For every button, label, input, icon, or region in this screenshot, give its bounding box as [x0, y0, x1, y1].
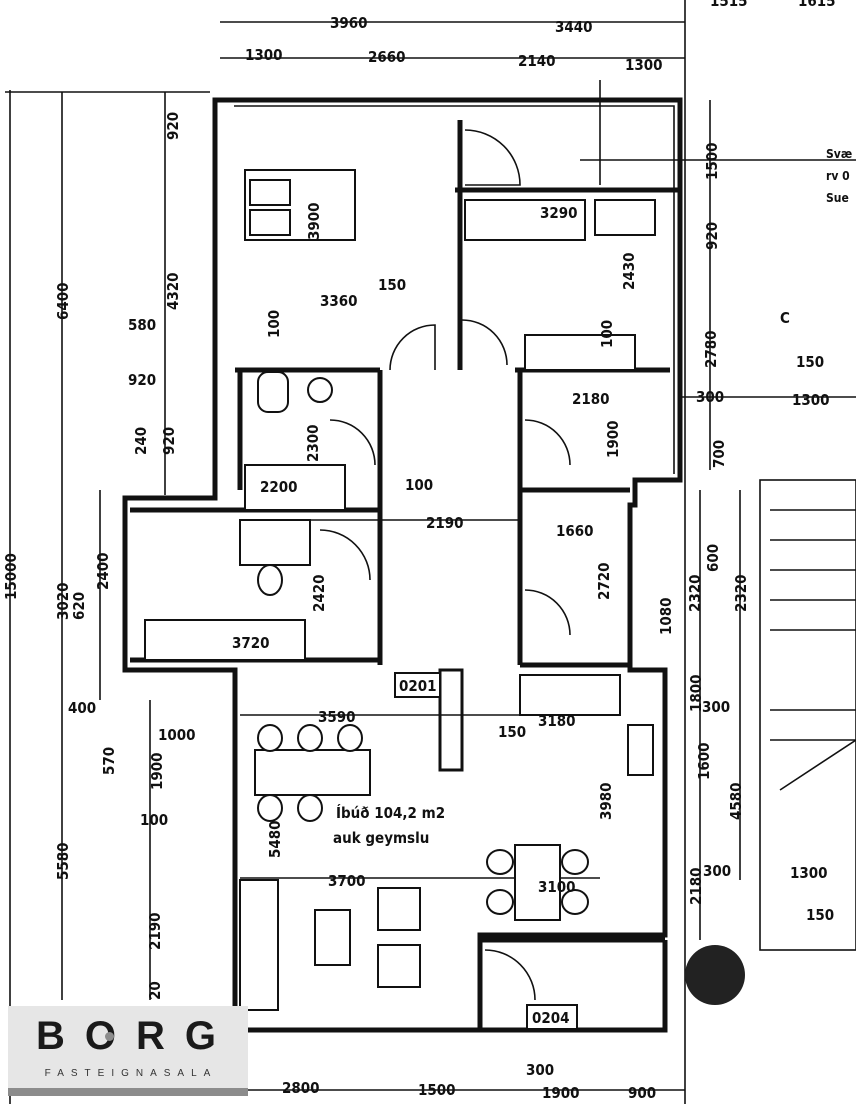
dimension-label: 3290 [540, 204, 578, 222]
dimension-label: 300 [696, 388, 724, 406]
dimension-label: 150 [806, 906, 834, 924]
dimension-labels: 3960 3440 1300 2660 2140 1300 1515 1615 920 6400 4… [2, 0, 836, 1102]
dimension-label: 4580 [727, 782, 745, 820]
dimension-label: 300 [702, 698, 730, 716]
dimension-label: 1900 [542, 1084, 580, 1102]
side-note: rv 0 [826, 169, 850, 183]
dimension-label: 1615 [798, 0, 836, 10]
dimension-label: 3900 [305, 202, 323, 240]
dimension-label: 1080 [657, 597, 675, 635]
dimension-label: 3960 [330, 14, 368, 32]
unit-label-0201: 0201 [394, 672, 441, 698]
dimension-label: 1300 [792, 391, 830, 409]
dimension-label: 2140 [518, 52, 556, 70]
unit-number: 0204 [532, 1009, 570, 1027]
dimension-label: 100 [265, 310, 283, 338]
dimension-label: 1515 [710, 0, 748, 10]
dimension-label: 100 [140, 811, 168, 829]
dimension-label: 920 [128, 371, 156, 389]
dimension-label: 920 [160, 427, 178, 455]
dimension-label: 1500 [418, 1081, 456, 1099]
dimension-label: 580 [128, 316, 156, 334]
dimension-label: 700 [710, 440, 728, 468]
dimension-label: 1600 [695, 742, 713, 780]
dimension-label: 3590 [318, 708, 356, 726]
dimension-label: 570 [100, 747, 118, 775]
dimension-label: 150 [796, 353, 824, 371]
dimension-label: 4320 [164, 272, 182, 310]
dimension-label: 1000 [158, 726, 196, 744]
logo-subtitle: FASTEIGNASALA [44, 1068, 218, 1079]
dimension-label: 2190 [146, 912, 164, 950]
dimension-label: 900 [628, 1084, 656, 1102]
dimension-label: 6400 [54, 282, 72, 320]
dimension-lines [5, 0, 856, 1104]
dimension-label: 100 [598, 320, 616, 348]
logo-bar [8, 1088, 248, 1096]
section-marker: C [780, 309, 790, 327]
dimension-label: 1800 [687, 674, 705, 712]
dimension-label: 2720 [595, 562, 613, 600]
dimension-label: 600 [704, 544, 722, 572]
dimension-label: 20 [146, 981, 164, 1000]
dimension-label: 2400 [94, 552, 112, 590]
dimension-label: 2190 [426, 514, 464, 532]
dimension-label: 2320 [686, 574, 704, 612]
side-note: Sue [826, 191, 849, 205]
dimension-label: 920 [164, 112, 182, 140]
dimension-label: 150 [378, 276, 406, 294]
dimension-label: 5580 [54, 842, 72, 880]
area-note: auk geymslu [333, 829, 429, 847]
area-label: Íbúð 104,2 m2 [336, 803, 445, 822]
dimension-label: 1900 [604, 420, 622, 458]
doors [319, 129, 571, 1001]
dimension-label: 3700 [328, 872, 366, 890]
dimension-label: 300 [526, 1061, 554, 1079]
dimension-label: 2180 [687, 867, 705, 905]
furniture [144, 169, 745, 1011]
unit-number: 0201 [399, 677, 437, 695]
dimension-label: 1300 [625, 56, 663, 74]
dimension-label: 3020 [54, 582, 72, 620]
side-note: Svæ [826, 147, 852, 161]
dimension-label: 920 [703, 222, 721, 250]
dimension-label: 3720 [232, 634, 270, 652]
dimension-label: 3440 [555, 18, 593, 36]
dimension-label: 100 [405, 476, 433, 494]
dimension-label: 2180 [572, 390, 610, 408]
dimension-label: 2200 [260, 478, 298, 496]
dimension-label: 2660 [368, 48, 406, 66]
dimension-label: 1660 [556, 522, 594, 540]
dimension-label: 240 [132, 427, 150, 455]
dimension-label: 3980 [597, 782, 615, 820]
dimension-label: 15000 [2, 553, 20, 600]
dimension-label: 5480 [266, 820, 284, 858]
dimension-label: 2430 [620, 252, 638, 290]
dimension-label: 1300 [245, 46, 283, 64]
dimension-label: 1300 [790, 864, 828, 882]
dimension-label: 2320 [732, 574, 750, 612]
dimension-label: 620 [70, 592, 88, 620]
dimension-label: 2420 [310, 574, 328, 612]
dimension-label: 3100 [538, 878, 576, 896]
dimension-label: 1500 [703, 142, 721, 180]
dimension-label: 400 [68, 699, 96, 717]
dimension-label: 2300 [304, 424, 322, 462]
dimension-label: 1900 [148, 752, 166, 790]
logo-o-dot: O [84, 1014, 136, 1058]
dimension-label: 150 [498, 723, 526, 741]
dimension-label: 2800 [282, 1079, 320, 1097]
dimension-label: 300 [703, 862, 731, 880]
dimension-label: 3180 [538, 712, 576, 730]
dimension-label: 2780 [702, 330, 720, 368]
dimension-label: 3360 [320, 292, 358, 310]
unit-label-0204: 0204 [526, 1004, 578, 1030]
